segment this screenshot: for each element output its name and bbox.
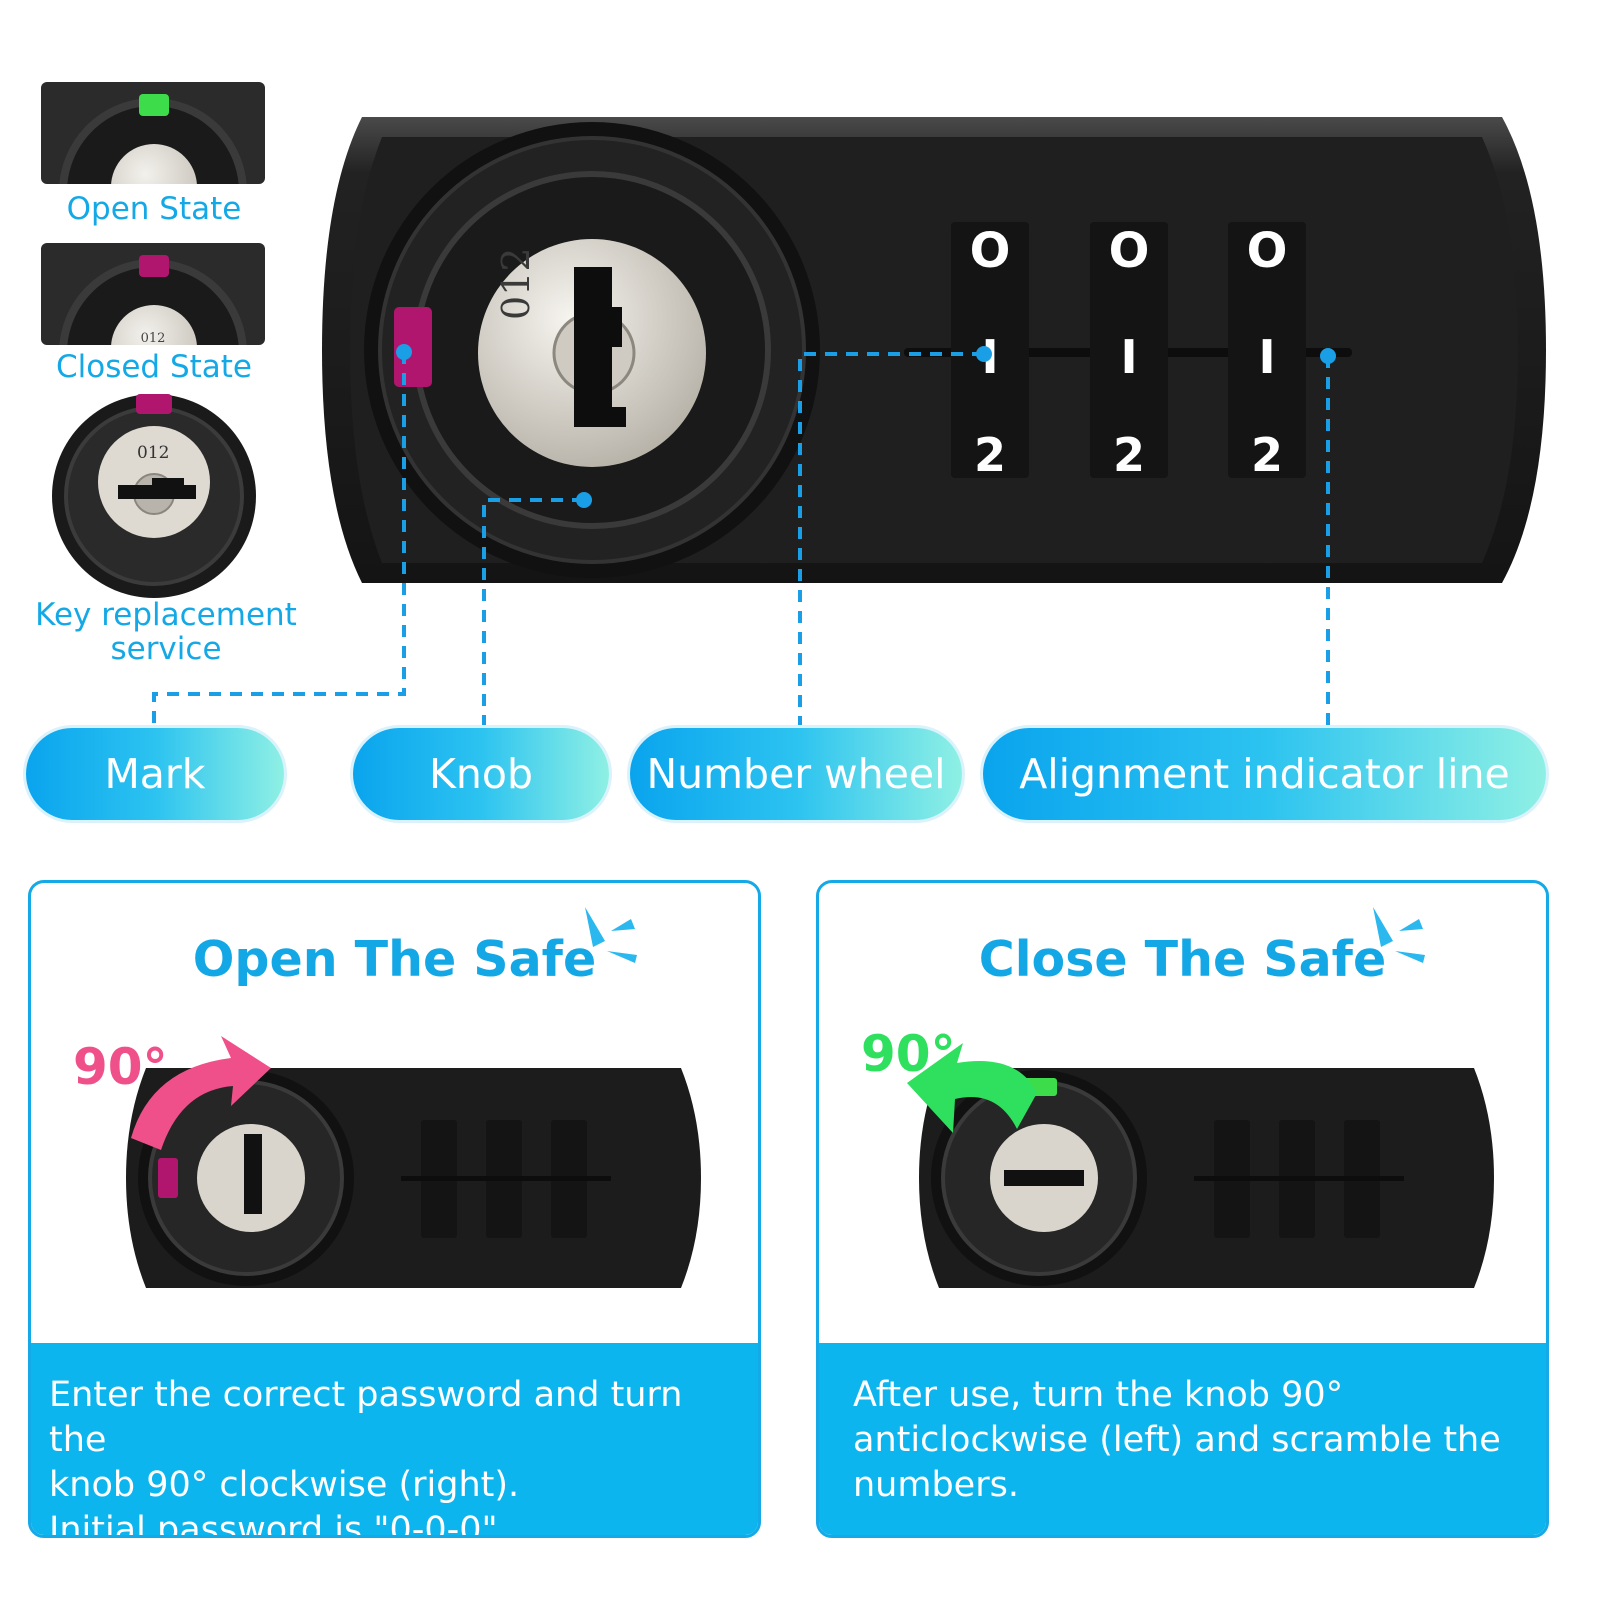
open-safe-instructions: Enter the correct password and turn the … bbox=[31, 1343, 758, 1535]
close-instruction-line1: After use, turn the knob 90° bbox=[853, 1375, 1344, 1415]
close-instruction-line3: numbers. bbox=[853, 1465, 1019, 1505]
anticlockwise-arrow-icon bbox=[907, 1043, 1037, 1133]
wheel-2-top-digit: O bbox=[1108, 223, 1150, 279]
open-instruction-line2: knob 90° clockwise (right). bbox=[49, 1465, 520, 1505]
wheel-3-top-digit: O bbox=[1246, 223, 1288, 279]
closed-mark-indicator bbox=[139, 255, 169, 277]
close-lock-illustration bbox=[919, 1068, 1494, 1288]
close-safe-title: Close The Safe bbox=[978, 931, 1387, 988]
combination-lock-body bbox=[322, 117, 1546, 583]
wheel-1-bottom-digit: 2 bbox=[973, 428, 1006, 482]
closed-state-label: Closed State bbox=[55, 349, 253, 385]
close-degree-label: 90° bbox=[861, 1025, 956, 1083]
open-lock-illustration bbox=[126, 1068, 701, 1288]
number-wheel-label-pill[interactable]: Number wheel bbox=[630, 728, 962, 820]
sparkle-icon bbox=[585, 907, 637, 963]
open-instruction-line1: Enter the correct password and turn the bbox=[49, 1375, 683, 1460]
number-wheel-2[interactable]: O I 2 bbox=[1090, 222, 1168, 482]
number-wheel-3[interactable]: O I 2 bbox=[1228, 222, 1306, 482]
key-replacement-line2: service bbox=[110, 631, 222, 667]
wheel-3-middle-digit: I bbox=[1258, 330, 1276, 384]
key-replacement-line1: Key replacement bbox=[35, 597, 297, 633]
alignment-indicator-line-label-pill[interactable]: Alignment indicator line bbox=[983, 728, 1546, 820]
key-replacement-key-number: 012 bbox=[137, 443, 170, 463]
open-state-thumbnail bbox=[41, 82, 265, 184]
open-safe-title: Open The Safe bbox=[192, 931, 597, 988]
sparkle-icon bbox=[1373, 907, 1425, 963]
wheel-2-bottom-digit: 2 bbox=[1112, 428, 1145, 482]
key-replacement-knob-thumbnail bbox=[52, 394, 256, 598]
knob-label-pill[interactable]: Knob bbox=[353, 728, 609, 820]
close-safe-instructions: After use, turn the knob 90° anticlockwi… bbox=[819, 1343, 1546, 1535]
closed-thumb-key-number: 012 bbox=[140, 331, 166, 345]
open-state-label: Open State bbox=[66, 191, 242, 227]
wheel-2-middle-digit: I bbox=[1120, 330, 1138, 384]
key-replacement-label: Key replacement service bbox=[24, 598, 308, 666]
open-instruction-line3: Initial password is "0-0-0". bbox=[49, 1510, 509, 1538]
mark-label-pill[interactable]: Mark bbox=[26, 728, 284, 820]
leader-lines bbox=[152, 344, 1336, 730]
open-degree-label: 90° bbox=[73, 1038, 168, 1096]
wheel-3-bottom-digit: 2 bbox=[1250, 428, 1283, 482]
closed-state-thumbnail: 012 bbox=[41, 243, 265, 345]
open-mark-indicator bbox=[139, 94, 169, 116]
open-safe-card: Open The Safe 90° Enter the correct pass… bbox=[28, 880, 761, 1538]
close-safe-card: Close The Safe 90° After use, turn the k… bbox=[816, 880, 1549, 1538]
close-instruction-line2: anticlockwise (left) and scramble the bbox=[853, 1420, 1501, 1460]
wheel-1-top-digit: O bbox=[969, 223, 1011, 279]
clockwise-arrow-icon bbox=[131, 1036, 271, 1150]
